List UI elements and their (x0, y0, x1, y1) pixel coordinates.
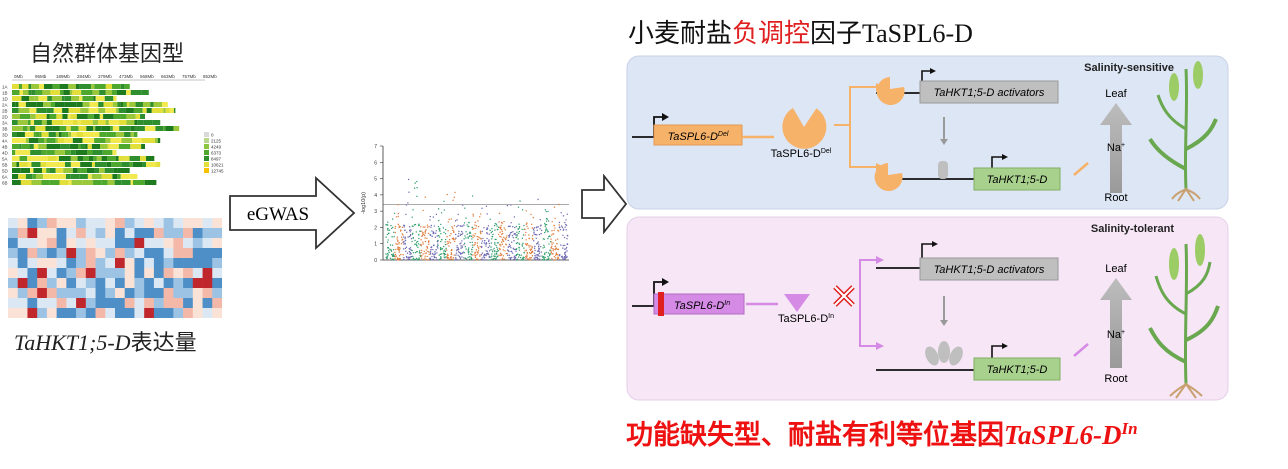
root-label: Root (1104, 192, 1127, 204)
chromosome-label: 6A (2, 175, 8, 180)
geno-axis-tick: 663Mb (161, 74, 175, 79)
chromosome-label: 1B (2, 91, 8, 96)
manhattan-points (385, 178, 569, 261)
genotype-title: 自然群体基因型 (30, 42, 185, 67)
caption-gene: TaHKT1;5-D (14, 330, 131, 355)
legend-value: 2125 (211, 139, 222, 144)
salinity-sensitive-panel: Salinity-sensitive TaSPL6-DDel TaSPL6-DD… (626, 55, 1229, 210)
legend-value: 4249 (211, 145, 222, 150)
geno-axis-tick: 0Mb (14, 74, 23, 79)
legend-value: 12745 (211, 169, 224, 174)
panel-label: Salinity-sensitive (1084, 62, 1174, 74)
genotype-axis: 0Mb 95Mb 189Mb 284Mb 379Mb 473Mb 568Mb 663Mb 757… (12, 74, 217, 81)
expression-heatmap (8, 218, 222, 318)
target-label: TaHKT1;5-D (987, 364, 1048, 376)
bottom-title-cn: 功能缺失型、耐盐有利等位基因 (626, 420, 1004, 451)
chromosome-label: 6B (2, 181, 8, 186)
manhattan-ytick: 5 (374, 177, 377, 183)
egwas-label: eGWAS (247, 204, 309, 225)
chromosome-label: 4A (2, 139, 8, 144)
geno-axis-tick: 284Mb (77, 74, 91, 79)
genotype-heatmap: 0Mb 95Mb 189Mb 284Mb 379Mb 473Mb 568Mb 663Mb 757… (2, 74, 224, 186)
chromosome-label: 2D (2, 115, 9, 120)
ion-label: Na+ (1107, 329, 1125, 341)
title-latin: TaSPL6-D (862, 19, 973, 48)
geno-axis-tick: 379Mb (98, 74, 112, 79)
leaf-label: Leaf (1105, 263, 1127, 275)
geno-axis-tick: 95Mb (35, 74, 47, 79)
target-label: TaHKT1;5-D (987, 174, 1048, 186)
protein-label: TaSPL6-DDel (771, 148, 832, 160)
chromosome-label: 4D (2, 151, 9, 156)
chromosome-label: 2A (2, 103, 8, 108)
legend-value: 0 (211, 133, 214, 138)
geno-axis-tick: 568Mb (140, 74, 154, 79)
protein-shape (784, 294, 810, 312)
bottom-title: 功能缺失型、耐盐有利等位基因TaSPL6-DIn (626, 413, 1138, 452)
manhattan-ylabel: -log10(p) (361, 192, 367, 214)
bottom-title-sup: In (1121, 419, 1138, 438)
manhattan-ytick: 2 (374, 225, 377, 231)
chromosome-label: 3A (2, 121, 8, 126)
geno-axis-tick: 473Mb (119, 74, 133, 79)
expression-caption: TaHKT1;5-D表达量 (14, 325, 197, 357)
legend-value: 10621 (211, 163, 224, 168)
legend-value: 8497 (211, 157, 222, 162)
geno-axis-tick: 852Mb (203, 74, 217, 79)
caption-cn: 表达量 (130, 331, 197, 356)
geno-axis-tick: 757Mb (182, 74, 196, 79)
leaf-label: Leaf (1105, 88, 1127, 100)
panel-label: Salinity-tolerant (1091, 223, 1174, 235)
egwas-arrow: eGWAS (229, 176, 356, 250)
activators-label: TaHKT1;5-D activators (934, 87, 1045, 99)
bottom-title-gene: TaSPL6-D (1004, 420, 1122, 450)
main-title: 小麦耐盐负调控因子TaSPL6-D (628, 13, 973, 50)
manhattan-ytick: 4 (374, 193, 377, 199)
geno-axis-tick: 189Mb (56, 74, 70, 79)
manhattan-ytick: 7 (374, 144, 377, 150)
root-label: Root (1104, 373, 1127, 385)
manhattan-ytick: 1 (374, 242, 377, 248)
gene-box: TaSPL6-DDel (668, 131, 729, 143)
protein-label: TaSPL6-DIn (778, 313, 834, 325)
title-pre: 小麦耐盐 (628, 19, 733, 49)
chromosome-label: 4B (2, 145, 8, 150)
result-arrow (581, 174, 628, 234)
chromosome-label: 1D (2, 97, 9, 102)
salinity-tolerant-panel: Salinity-tolerant TaSPL6-DIn TaSPL6-DIn … (626, 216, 1229, 401)
manhattan-axis: 0 1 2 3 4 5 6 7 -log10(p) (361, 144, 569, 264)
title-red: 负调控 (732, 19, 811, 49)
chromosome-label: 5A (2, 157, 8, 162)
wheat-plant-icon (1148, 61, 1218, 202)
protein-shape (782, 107, 827, 149)
chromosome-label: 5B (2, 163, 8, 168)
legend-value: 6373 (211, 151, 222, 156)
chromosome-label: 3D (2, 133, 9, 138)
chromosome-label: 1A (2, 85, 8, 90)
block-x-icon (833, 285, 855, 307)
manhattan-ytick: 0 (374, 258, 377, 264)
manhattan-ytick: 3 (374, 209, 377, 215)
chromosome-label: 5D (2, 169, 9, 174)
wheat-plant-icon (1148, 234, 1220, 399)
chromosome-label: 3B (2, 127, 8, 132)
title-post: 因子 (810, 19, 863, 49)
manhattan-ytick: 6 (374, 160, 377, 166)
gene-box: TaSPL6-DIn (674, 300, 730, 312)
manhattan-plot: 0 1 2 3 4 5 6 7 -log10(p) (361, 144, 569, 264)
activators-label: TaHKT1;5-D activators (934, 264, 1045, 276)
ion-label: Na+ (1107, 142, 1125, 154)
chromosome-label: 2B (2, 109, 8, 114)
